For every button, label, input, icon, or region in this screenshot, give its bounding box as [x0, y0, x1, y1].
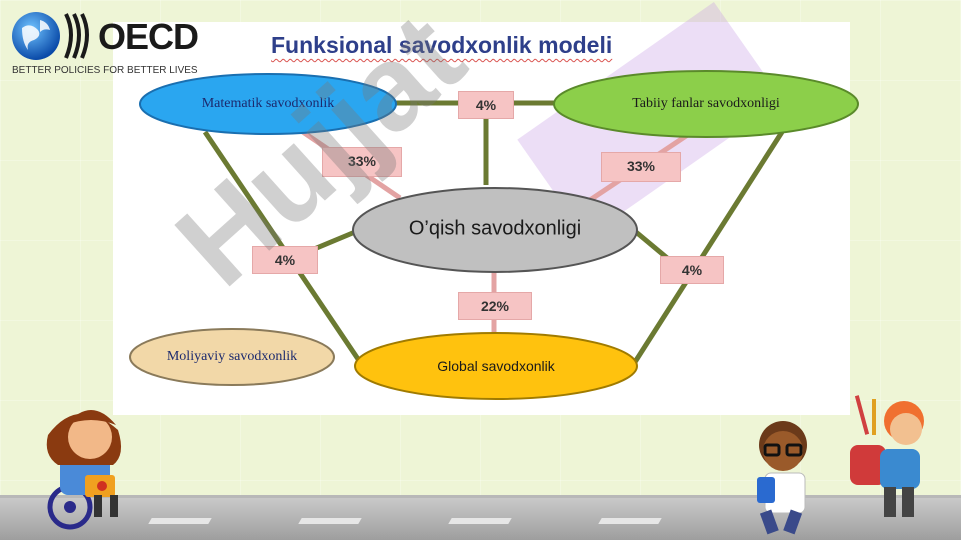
diagram-title: Funksional savodxonlik modeli: [271, 32, 613, 58]
weight-math-reading: 33%: [322, 147, 402, 177]
road-stripe: [148, 518, 212, 524]
node-global-shape: [354, 332, 638, 400]
kid-wheelchair-illustration: [46, 410, 122, 530]
node-financial-shape: [129, 328, 335, 386]
node-math-shape: [139, 73, 397, 135]
node-science-label: Tabiiy fanlar savodxonligi: [632, 96, 780, 111]
weight-reading-global: 22%: [458, 292, 532, 320]
weight-right-link: 4%: [660, 256, 724, 284]
node-reading-shape: [352, 187, 638, 273]
road-stripe: [448, 518, 512, 524]
kid-glasses-illustration: [757, 421, 807, 535]
road-stripe: [298, 518, 362, 524]
globe-icon: [12, 12, 89, 60]
node-math-label: Matematik savodxonlik: [201, 96, 335, 111]
node-reading-label: O’qish savodxonligi: [408, 217, 582, 240]
edge-right-outer: [632, 130, 785, 364]
weight-science-reading: 33%: [601, 152, 681, 182]
road-stripe: [598, 518, 662, 524]
logo-wordmark: OECD: [98, 16, 199, 57]
node-global-label: Global savodxonlik: [437, 358, 555, 374]
logo-tagline: BETTER POLICIES FOR BETTER LIVES: [12, 65, 198, 76]
oecd-logo: OECD BETTER POLICIES FOR BETTER LIVES: [10, 8, 210, 78]
weight-math-science: 4%: [458, 91, 514, 119]
weight-left-link: 4%: [252, 246, 318, 274]
node-financial-label: Moliyaviy savodxonlik: [166, 349, 298, 364]
kid-backpack-illustration: [850, 395, 924, 517]
node-science-shape: [553, 70, 859, 138]
